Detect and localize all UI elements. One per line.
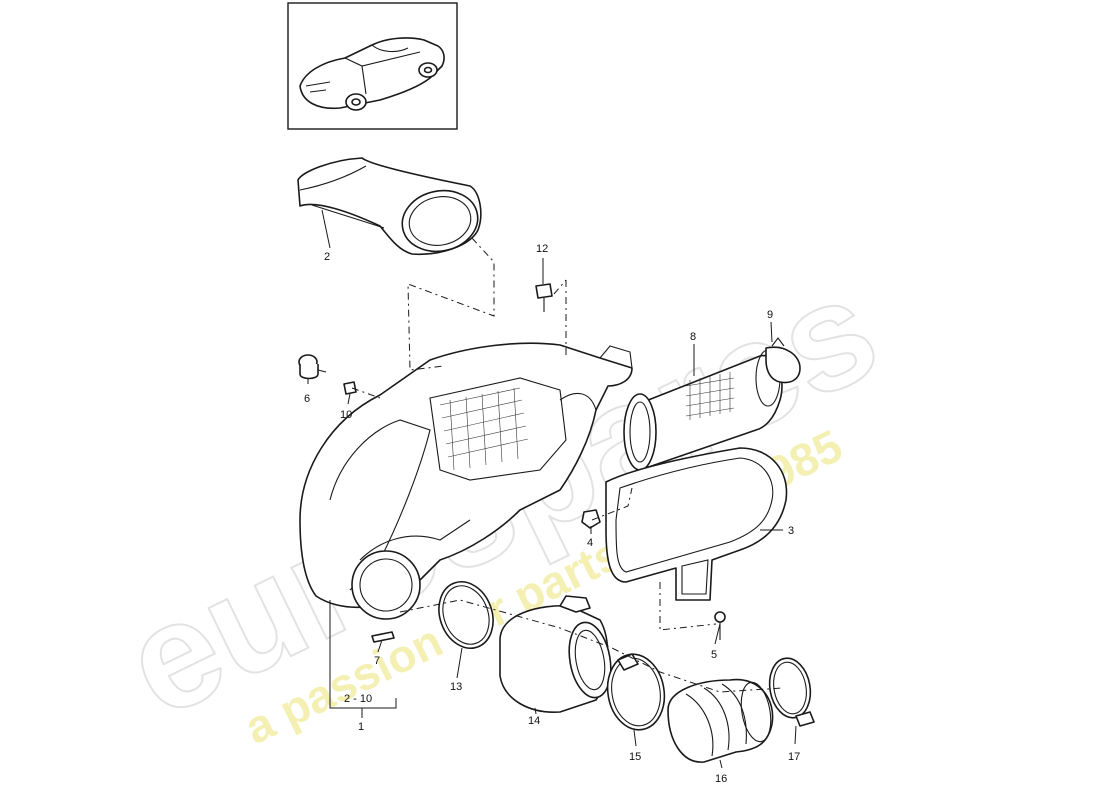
callout-17: 17 [788,751,800,763]
part-pin [371,631,395,643]
part-housing-cover [605,447,788,601]
callout-15: 15 [629,751,641,763]
callout-12: 12 [536,243,548,255]
callout-labels: 2 12 8 9 6 10 3 4 5 7 13 14 15 16 17 2 -… [304,243,800,785]
callout-1: 1 [358,721,364,733]
part-bushing [343,381,357,395]
part-filter-element [623,349,783,471]
callout-leaders [307,209,797,769]
callout-8: 8 [690,331,696,343]
part-air-mass-meter [499,595,612,713]
part-bolt [535,283,553,312]
callout-14: 14 [528,715,540,727]
callout-2: 2 [324,251,330,263]
part-hose-clamp [606,653,666,731]
part-air-filter-housing [299,342,633,620]
callout-4: 4 [587,537,593,549]
vehicle-thumbnail [287,2,458,130]
assembly-guides [351,237,783,693]
callout-10: 10 [340,409,352,421]
part-intake-bellows [667,678,774,763]
part-seal-ring [438,581,494,649]
part-bellows-clamp [768,657,815,727]
callout-range: 2 - 10 [344,693,372,705]
part-intake-duct [297,157,482,256]
callout-3: 3 [788,525,794,537]
part-clip-ring [765,337,801,384]
callout-7: 7 [374,655,380,667]
callout-6: 6 [304,393,310,405]
callout-16: 16 [715,773,727,785]
part-clip [581,509,601,529]
callout-9: 9 [767,309,773,321]
part-grommet [298,354,327,380]
part-cover-screw [714,611,726,640]
callout-13: 13 [450,681,462,693]
callout-5: 5 [711,649,717,661]
